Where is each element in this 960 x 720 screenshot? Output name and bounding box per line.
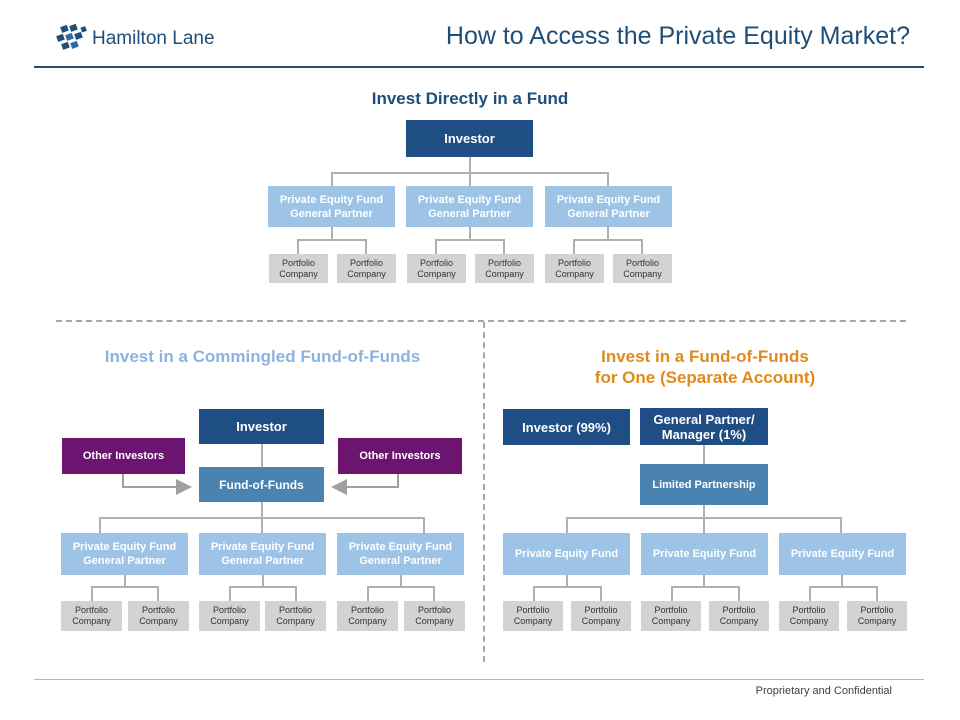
connector	[297, 239, 367, 241]
connector	[435, 239, 437, 254]
connector	[229, 586, 231, 601]
commingled-gp-box: Private Equity Fund General Partner	[61, 533, 188, 575]
connector	[573, 239, 575, 254]
connector	[533, 586, 535, 601]
connector	[400, 575, 402, 587]
connector	[261, 517, 263, 533]
commingled-gp-box: Private Equity Fund General Partner	[337, 533, 464, 575]
commingled-portfolio-box: Portfolio Company	[199, 601, 260, 631]
connector	[157, 586, 159, 601]
connector	[124, 575, 126, 587]
separate-portfolio-box: Portfolio Company	[641, 601, 701, 631]
connector	[433, 586, 435, 601]
connector	[297, 239, 299, 254]
connector	[261, 444, 263, 467]
footer-divider	[34, 679, 924, 680]
commingled-portfolio-box: Portfolio Company	[61, 601, 122, 631]
logo-mark-icon	[56, 23, 87, 50]
connector	[607, 227, 609, 240]
connector	[469, 227, 471, 240]
connector	[840, 517, 842, 533]
direct-gp-box: Private Equity Fund General Partner	[268, 186, 395, 227]
connector	[99, 517, 101, 533]
connector	[600, 586, 602, 601]
connector	[641, 239, 643, 254]
connector	[91, 586, 159, 588]
connector	[331, 227, 333, 240]
connector	[262, 575, 264, 587]
connector	[367, 586, 435, 588]
commingled-investor-box: Investor	[199, 409, 324, 444]
direct-portfolio-box: Portfolio Company	[269, 254, 328, 283]
connector	[703, 505, 705, 518]
direct-portfolio-box: Portfolio Company	[545, 254, 604, 283]
connector	[566, 517, 568, 533]
connector	[671, 586, 673, 601]
other-investors-box-left: Other Investors	[62, 438, 185, 474]
connector	[365, 239, 367, 254]
other-investors-box-right: Other Investors	[338, 438, 462, 474]
direct-gp-box: Private Equity Fund General Partner	[545, 186, 672, 227]
header-divider	[34, 66, 924, 68]
connector	[809, 586, 878, 588]
direct-portfolio-box: Portfolio Company	[613, 254, 672, 283]
connector	[331, 172, 333, 186]
direct-section-title: Invest Directly in a Fund	[371, 89, 569, 108]
commingled-portfolio-box: Portfolio Company	[404, 601, 465, 631]
connector	[703, 517, 705, 533]
logo-text: Hamilton Lane	[92, 28, 215, 49]
connector	[738, 586, 740, 601]
direct-portfolio-box: Portfolio Company	[337, 254, 396, 283]
footer-text: Proprietary and Confidential	[755, 685, 892, 697]
connector	[809, 586, 811, 601]
section-divider-horizontal	[56, 320, 906, 322]
connector	[469, 157, 471, 173]
connector	[423, 517, 425, 533]
direct-portfolio-box: Portfolio Company	[407, 254, 466, 283]
separate-portfolio-box: Portfolio Company	[503, 601, 563, 631]
separate-investor-box: Investor (99%)	[503, 409, 630, 445]
connector	[841, 575, 843, 587]
connector	[503, 239, 505, 254]
connector	[295, 586, 297, 601]
separate-fund-box: Private Equity Fund	[503, 533, 630, 575]
connector	[435, 239, 505, 241]
limited-partnership-box: Limited Partnership	[640, 464, 768, 505]
logo	[55, 23, 89, 54]
connector	[573, 239, 643, 241]
commingled-section-title: Invest in a Commingled Fund-of-Funds	[104, 347, 421, 366]
commingled-gp-box: Private Equity Fund General Partner	[199, 533, 326, 575]
separate-portfolio-box: Portfolio Company	[571, 601, 631, 631]
commingled-portfolio-box: Portfolio Company	[265, 601, 326, 631]
gp-manager-box: General Partner/ Manager (1%)	[640, 408, 768, 445]
connector	[367, 586, 369, 601]
commingled-portfolio-box: Portfolio Company	[128, 601, 189, 631]
connector	[703, 575, 705, 587]
separate-fund-box: Private Equity Fund	[641, 533, 768, 575]
connector	[876, 586, 878, 601]
commingled-portfolio-box: Portfolio Company	[337, 601, 398, 631]
separate-section-title: Invest in a Fund-of-Funds for One (Separ…	[594, 347, 816, 387]
direct-portfolio-box: Portfolio Company	[475, 254, 534, 283]
separate-portfolio-box: Portfolio Company	[779, 601, 839, 631]
connector	[607, 172, 609, 186]
connector	[469, 172, 471, 186]
direct-investor-box: Investor	[406, 120, 533, 157]
connector	[91, 586, 93, 601]
connector	[566, 575, 568, 587]
fund-of-funds-box: Fund-of-Funds	[199, 467, 324, 502]
direct-gp-box: Private Equity Fund General Partner	[406, 186, 533, 227]
connector	[671, 586, 740, 588]
separate-portfolio-box: Portfolio Company	[847, 601, 907, 631]
section-divider-vertical	[483, 322, 485, 662]
connector	[533, 586, 602, 588]
connector	[261, 502, 263, 518]
connector	[229, 586, 297, 588]
page-title: How to Access the Private Equity Market?	[445, 22, 910, 50]
separate-portfolio-box: Portfolio Company	[709, 601, 769, 631]
connector	[703, 445, 705, 464]
separate-fund-box: Private Equity Fund	[779, 533, 906, 575]
